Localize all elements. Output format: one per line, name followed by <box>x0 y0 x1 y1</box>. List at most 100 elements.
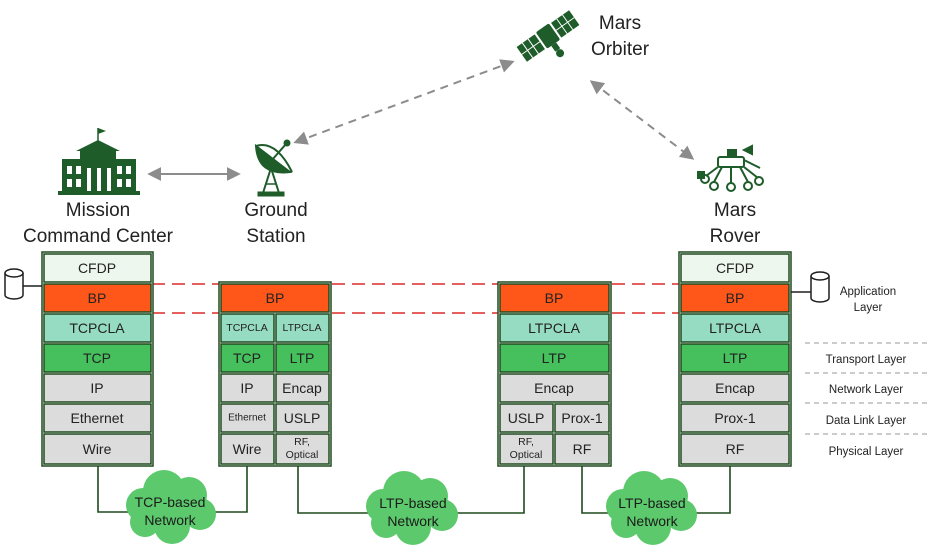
datalink-layer-label: Data Link Layer <box>826 415 907 427</box>
satellite-icon <box>516 10 580 62</box>
gs-datalink-left-label: Ethernet <box>228 413 266 424</box>
rover-transport-label: LTP <box>723 350 748 366</box>
relay-bp-cell <box>499 283 610 313</box>
cloud-label-line1: TCP-based <box>135 494 206 510</box>
mcc-datalink-cell <box>43 403 152 433</box>
relay-datalink-left-label: USLP <box>508 410 545 426</box>
application-layer-label-2: Layer <box>854 302 883 314</box>
relay-physical-left-label-2: Optical <box>510 449 543 461</box>
cloud-label-line1: LTP-based <box>618 495 685 511</box>
gs-network-left-label: IP <box>240 380 253 396</box>
gs-datalink-left-cell <box>220 403 275 433</box>
network-links <box>97 465 731 514</box>
gs-physical-right-label-1: RF, <box>294 436 310 448</box>
mcc-datalink-label: Ethernet <box>71 410 124 426</box>
gs-network-left-cell <box>220 373 275 403</box>
mcc-cfdp-cell <box>43 253 152 283</box>
gs-network-right-label: Encap <box>282 380 322 396</box>
gs-transport-right-label: LTP <box>290 350 315 366</box>
link-tcp-gs <box>212 465 248 513</box>
layer-legend: Application Layer Transport Layer Networ… <box>805 286 927 458</box>
relay-cla-cell <box>499 313 610 343</box>
cloud-label-line2: Network <box>387 513 439 529</box>
mcc-title-line2: Command Center <box>23 226 174 247</box>
relay-physical-right-cell <box>554 433 610 465</box>
cloud-label-line2: Network <box>144 512 196 528</box>
application-layer-label-1: Application <box>840 286 896 298</box>
gs-physical-left-label: Wire <box>233 441 262 457</box>
mcc-transport-cell <box>43 343 152 373</box>
rover-storage-icon <box>791 271 830 303</box>
mcc-protocol-stack <box>41 251 154 467</box>
physical-layer-label: Physical Layer <box>829 446 904 458</box>
gs-physical-right-cell <box>275 433 330 465</box>
arrow-orbiter-rover <box>589 80 695 160</box>
rover-title-line1: Mars <box>714 200 756 221</box>
tcp-network-cloud: TCP-based Network <box>126 470 216 544</box>
mcc-bp-label: BP <box>88 290 107 306</box>
gs-physical-left-cell <box>220 433 275 465</box>
comm-arrows <box>147 59 695 181</box>
gs-bp-label: BP <box>266 290 285 306</box>
link-ltp-relay <box>456 465 525 514</box>
link-mcc-tcp <box>97 465 130 513</box>
relay-cla-label: LTPCLA <box>528 320 581 336</box>
rover-transport-cell <box>680 343 790 373</box>
relay-transport-cell <box>499 343 610 373</box>
mcc-physical-cell <box>43 433 152 465</box>
gs-physical-right-label-2: Optical <box>286 449 319 461</box>
relay-datalink-left-cell <box>499 403 554 433</box>
rover-network-cell <box>680 373 790 403</box>
rover-datalink-cell <box>680 403 790 433</box>
relay-physical-left-label-1: RF, <box>518 436 534 448</box>
gs-cla-left-label: TCPCLA <box>226 322 267 334</box>
rover-icon <box>697 144 764 192</box>
mcc-title-line1: Mission <box>66 200 130 221</box>
gs-transport-left-label: TCP <box>233 350 261 366</box>
arrow-gs-orbiter <box>293 59 515 145</box>
rover-physical-cell <box>680 433 790 465</box>
relay-datalink-right-cell <box>554 403 610 433</box>
rover-cla-label: LTPCLA <box>709 320 762 336</box>
gs-datalink-right-label: USLP <box>284 410 321 426</box>
gs-cla-left-cell <box>220 313 275 343</box>
gs-cla-right-cell <box>275 313 330 343</box>
gs-transport-right-cell <box>275 343 330 373</box>
rover-physical-label: RF <box>726 441 745 457</box>
rover-bp-label: BP <box>726 290 745 306</box>
cloud-label-line2: Network <box>626 513 678 529</box>
cloud-label-line1: LTP-based <box>379 495 446 511</box>
satellite-dish-icon <box>254 139 293 197</box>
orbiter-title-line1: Mars <box>599 13 641 34</box>
rover-cfdp-cell <box>680 253 790 283</box>
mcc-cfdp-label: CFDP <box>78 260 116 276</box>
gs-cla-right-label: LTPCLA <box>283 322 322 334</box>
rover-bp-cell <box>680 283 790 313</box>
gs-title-line2: Station <box>246 226 305 247</box>
relay-physical-right-label: RF <box>573 441 592 457</box>
relay-network-label: Encap <box>534 380 574 396</box>
mcc-storage-icon <box>4 268 42 300</box>
rover-cla-cell <box>680 313 790 343</box>
relay-network-cell <box>499 373 610 403</box>
link-gs-ltp <box>297 465 370 514</box>
network-layer-label: Network Layer <box>829 384 903 396</box>
gs-network-right-cell <box>275 373 330 403</box>
gs-transport-left-cell <box>220 343 275 373</box>
relay-transport-label: LTP <box>542 350 567 366</box>
gs-title-line1: Ground <box>244 200 307 221</box>
mcc-bp-cell <box>43 283 152 313</box>
gs-protocol-stack <box>218 281 332 467</box>
rover-title-line2: Rover <box>710 226 761 247</box>
ltp-network-cloud-2: LTP-based Network <box>606 471 697 545</box>
gs-stack-labels: BP TCPCLA LTPCLA TCP LTP IP Encap Ethern… <box>226 290 322 461</box>
rover-stack-labels: CFDP BP LTPCLA LTP Encap Prox-1 RF <box>709 260 762 457</box>
orbiter-title-line2: Orbiter <box>591 39 650 60</box>
mcc-physical-label: Wire <box>83 441 112 457</box>
mcc-cla-cell <box>43 313 152 343</box>
mcc-network-cell <box>43 373 152 403</box>
rover-protocol-stack <box>678 251 792 467</box>
relay-stack-labels: BP LTPCLA LTP Encap USLP Prox-1 RF, Opti… <box>508 290 603 461</box>
gs-datalink-right-cell <box>275 403 330 433</box>
